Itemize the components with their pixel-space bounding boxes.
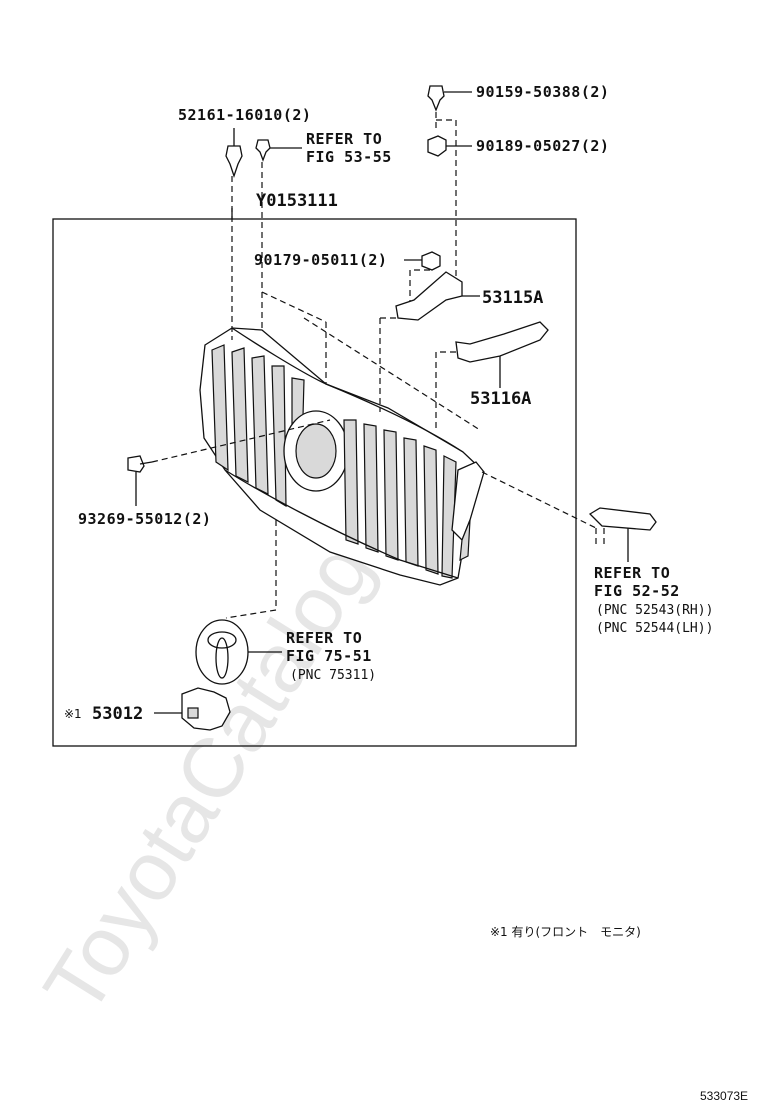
bracket-53115a[interactable] [395, 271, 480, 321]
label-refer-75-51-line3: (PNC 75311) [290, 668, 376, 683]
label-refer-52-52-line4: (PNC 52544(LH)) [596, 621, 713, 636]
label-53012: 53012 [92, 704, 143, 724]
diagram-code: 533073E [700, 1089, 748, 1103]
assembly-frame [52, 218, 577, 747]
label-53115a: 53115A [482, 288, 543, 308]
screw-refer-53-55[interactable] [255, 139, 302, 162]
label-refer-52-52-line1: REFER TO [594, 564, 670, 582]
label-93269: 93269-55012(2) [78, 510, 211, 528]
footnote-1: ※1 有り(フロント モニタ) [490, 925, 641, 939]
label-mark-1: ※1 [64, 707, 82, 721]
label-refer-75-51-line1: REFER TO [286, 629, 362, 647]
label-assembly: Y0153111 [256, 191, 338, 211]
nut-90179[interactable] [404, 251, 441, 271]
nut-90189[interactable] [427, 135, 472, 157]
label-refer-52-52-line3: (PNC 52543(RH)) [596, 603, 713, 618]
label-refer-75-51-line2: FIG 75-51 [286, 647, 372, 665]
label-refer-53-55-line2: FIG 53-55 [306, 148, 392, 166]
label-90159: 90159-50388(2) [476, 83, 609, 101]
radiator-grille[interactable] [199, 327, 485, 586]
clip-52161[interactable] [225, 128, 243, 179]
bolt-93269[interactable] [127, 455, 153, 473]
label-refer-52-52-line2: FIG 52-52 [594, 582, 680, 600]
screw-90159[interactable] [427, 85, 472, 112]
front-camera-53012[interactable] [154, 687, 231, 731]
label-53116a: 53116A [470, 389, 531, 409]
label-52161: 52161-16010(2) [178, 106, 311, 124]
bracket-53116a[interactable] [455, 321, 549, 388]
label-90189: 90189-05027(2) [476, 137, 609, 155]
toyota-emblem[interactable] [195, 619, 282, 685]
label-refer-53-55-line1: REFER TO [306, 130, 382, 148]
moulding-52-52[interactable] [588, 507, 657, 562]
label-90179: 90179-05011(2) [254, 251, 387, 269]
